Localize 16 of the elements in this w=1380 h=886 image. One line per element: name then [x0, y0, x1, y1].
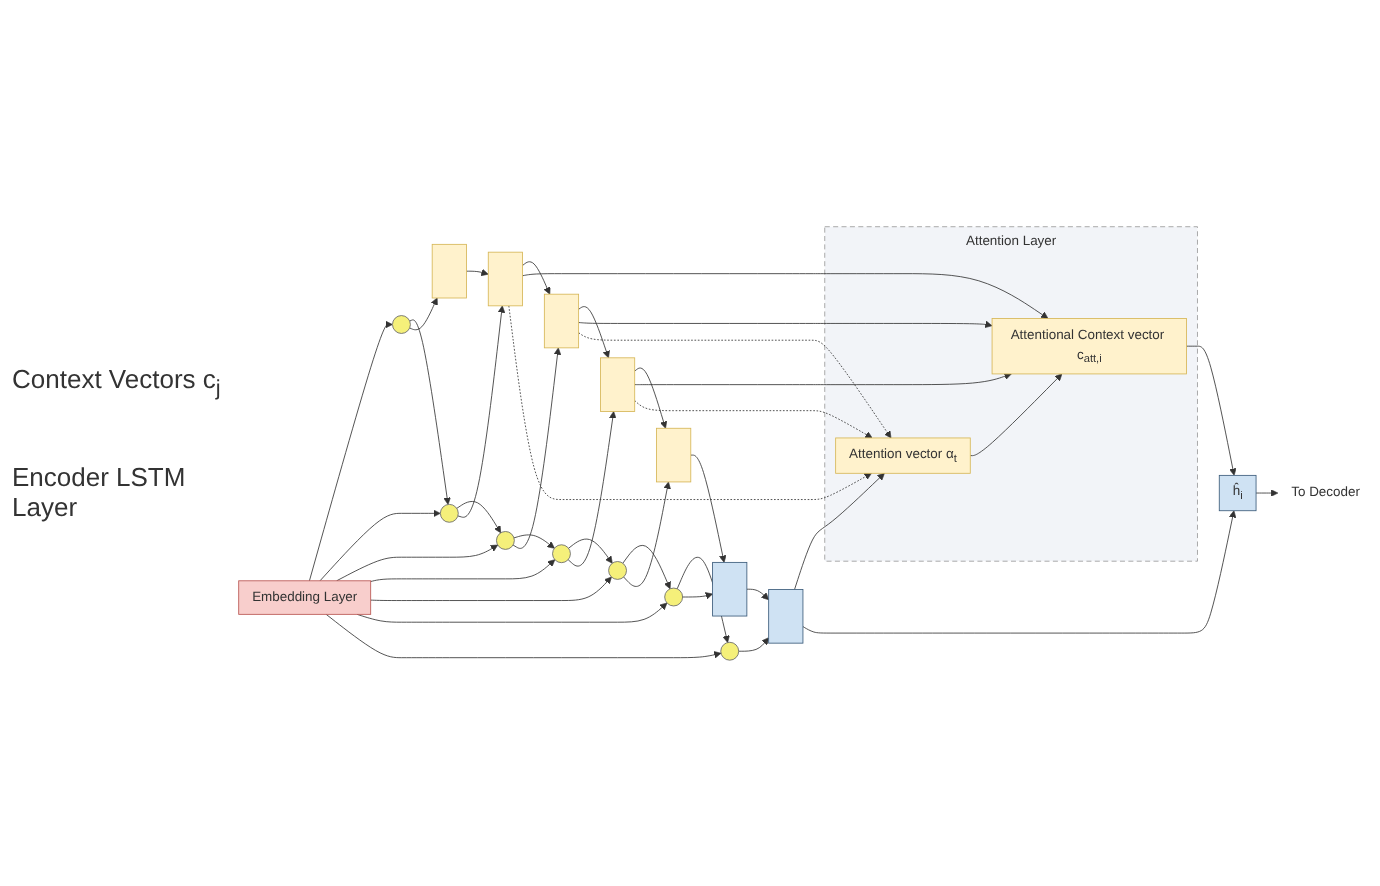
node-circle [720, 640, 740, 660]
node-box [656, 426, 692, 482]
node-box [768, 588, 804, 643]
node-box [431, 242, 467, 298]
node-circle [552, 543, 571, 563]
node-circle [608, 560, 627, 579]
row-label: Context Vectors c$_{j}$ [12, 364, 223, 402]
node-box [543, 292, 580, 348]
row-label: Encoder LSTM Layer [12, 461, 188, 522]
node-box [487, 250, 523, 306]
node-circle [439, 502, 459, 522]
node-box [600, 356, 636, 411]
node-box [712, 560, 748, 616]
node-circle [496, 530, 515, 549]
node-circle [664, 586, 683, 606]
node-circle [392, 314, 411, 333]
